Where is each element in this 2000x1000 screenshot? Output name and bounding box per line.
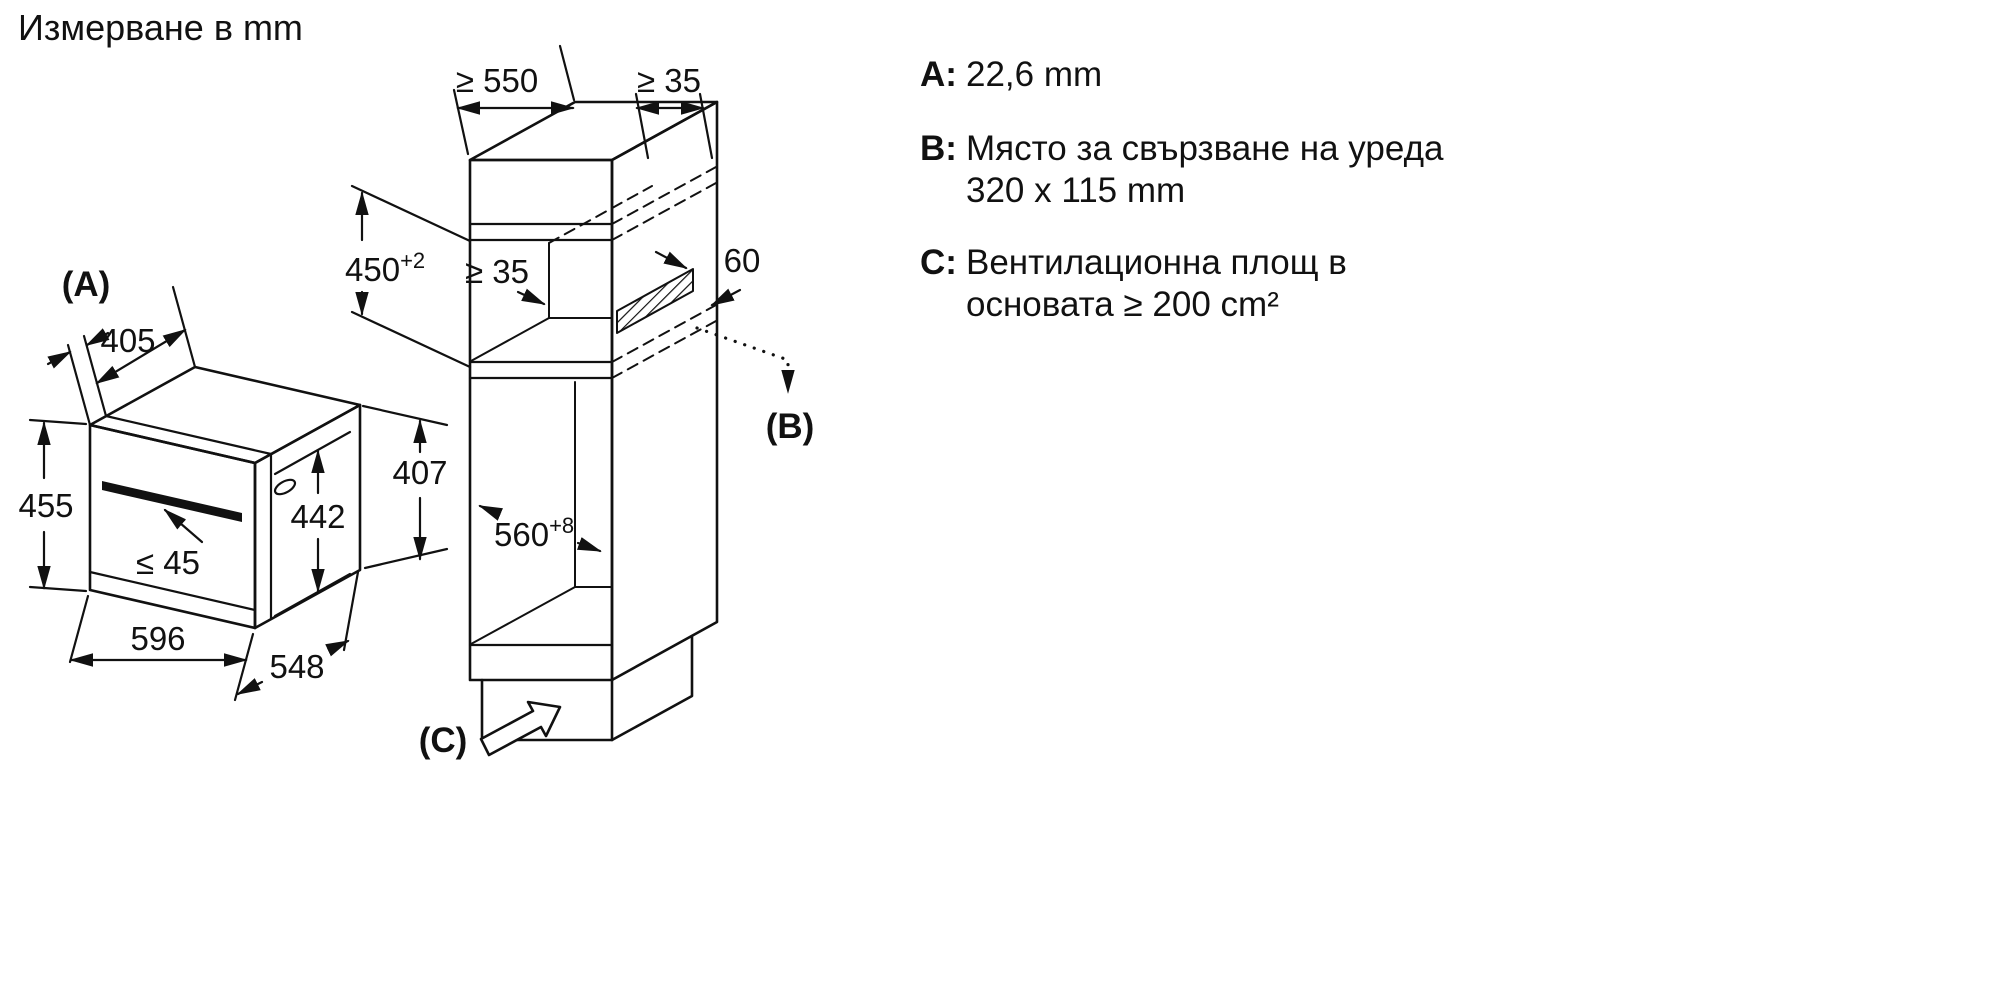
cabinet-hidden-edges — [548, 166, 717, 379]
legend-key-c: C: — [920, 243, 957, 282]
dim-548 — [236, 570, 360, 696]
legend-item-c: C: Вентилационна площ в основата ≥ 200 c… — [920, 243, 1347, 324]
dim-top-gap — [634, 92, 714, 160]
dim-top-gap-label: ≥ 35 — [637, 62, 701, 99]
oven-label-a: (A) — [62, 265, 111, 304]
dim-niche-height — [350, 184, 472, 369]
cabinet-figure: (B) ≥ 550 ≥ 35 450+2 ≥ 35 — [345, 44, 815, 760]
legend-key-b: B: — [920, 129, 957, 168]
dim-niche-width-label: 560+8 — [494, 513, 574, 553]
legend-text-b-line1: Място за свързване на уреда — [966, 129, 1444, 168]
cabinet-interior-edges — [470, 242, 613, 645]
ventilation-arrow — [479, 700, 562, 757]
cabinet-label-b: (B) — [766, 407, 815, 446]
legend-key-a: A: — [920, 55, 957, 94]
dim-407 — [361, 404, 449, 570]
dim-407-label: 407 — [392, 454, 447, 491]
legend-text-a: 22,6 mm — [966, 55, 1102, 94]
legend-text-b-line2: 320 x 115 mm — [966, 171, 1185, 210]
cabinet-shelves — [468, 222, 614, 647]
legend-text-c-line1: Вентилационна площ в — [966, 243, 1347, 282]
legend-text-c-line2: основата ≥ 200 cm² — [966, 285, 1279, 324]
connection-area-hatch — [616, 268, 694, 334]
dim-top-depth-label: ≥ 550 — [456, 62, 538, 99]
dim-548-label: 548 — [269, 648, 324, 685]
oven-door-handle — [102, 481, 242, 522]
dim-596-label: 596 — [130, 620, 185, 657]
dim-442-label: 442 — [290, 498, 345, 535]
dim-455 — [28, 418, 88, 593]
dim-45-label: ≤ 45 — [136, 544, 200, 581]
oven-figure: (A) 405 455 442 407 — [18, 265, 449, 702]
legend-item-a: A: 22,6 mm — [920, 55, 1102, 94]
dim-45-arrow — [163, 508, 204, 544]
dim-405 — [95, 285, 197, 385]
cabinet-outline — [468, 100, 719, 742]
legend-item-b: B: Място за свързване на уреда 320 x 115… — [920, 129, 1444, 210]
dim-niche-height-label: 450+2 — [345, 248, 425, 288]
dim-connection-depth — [654, 250, 742, 307]
dim-door-thickness-A — [46, 328, 110, 427]
door-latch-opening — [273, 478, 297, 496]
dim-455-label: 455 — [18, 487, 73, 524]
dim-442 — [273, 430, 352, 618]
dim-connection-depth-label: 60 — [724, 242, 761, 279]
connection-leader-dotted — [695, 326, 795, 394]
legend: A: 22,6 mm B: Място за свързване на уред… — [920, 55, 1444, 324]
dim-niche-width — [478, 504, 602, 553]
dim-back-clearance-label: ≥ 35 — [465, 253, 529, 290]
dim-back-clearance-arrow — [516, 288, 546, 306]
cabinet-label-c: (C) — [419, 721, 468, 760]
dim-top-depth — [452, 44, 576, 156]
dim-405-label: 405 — [100, 322, 155, 359]
oven-outline — [88, 365, 362, 630]
diagram-title: Измерване в mm — [18, 7, 303, 48]
